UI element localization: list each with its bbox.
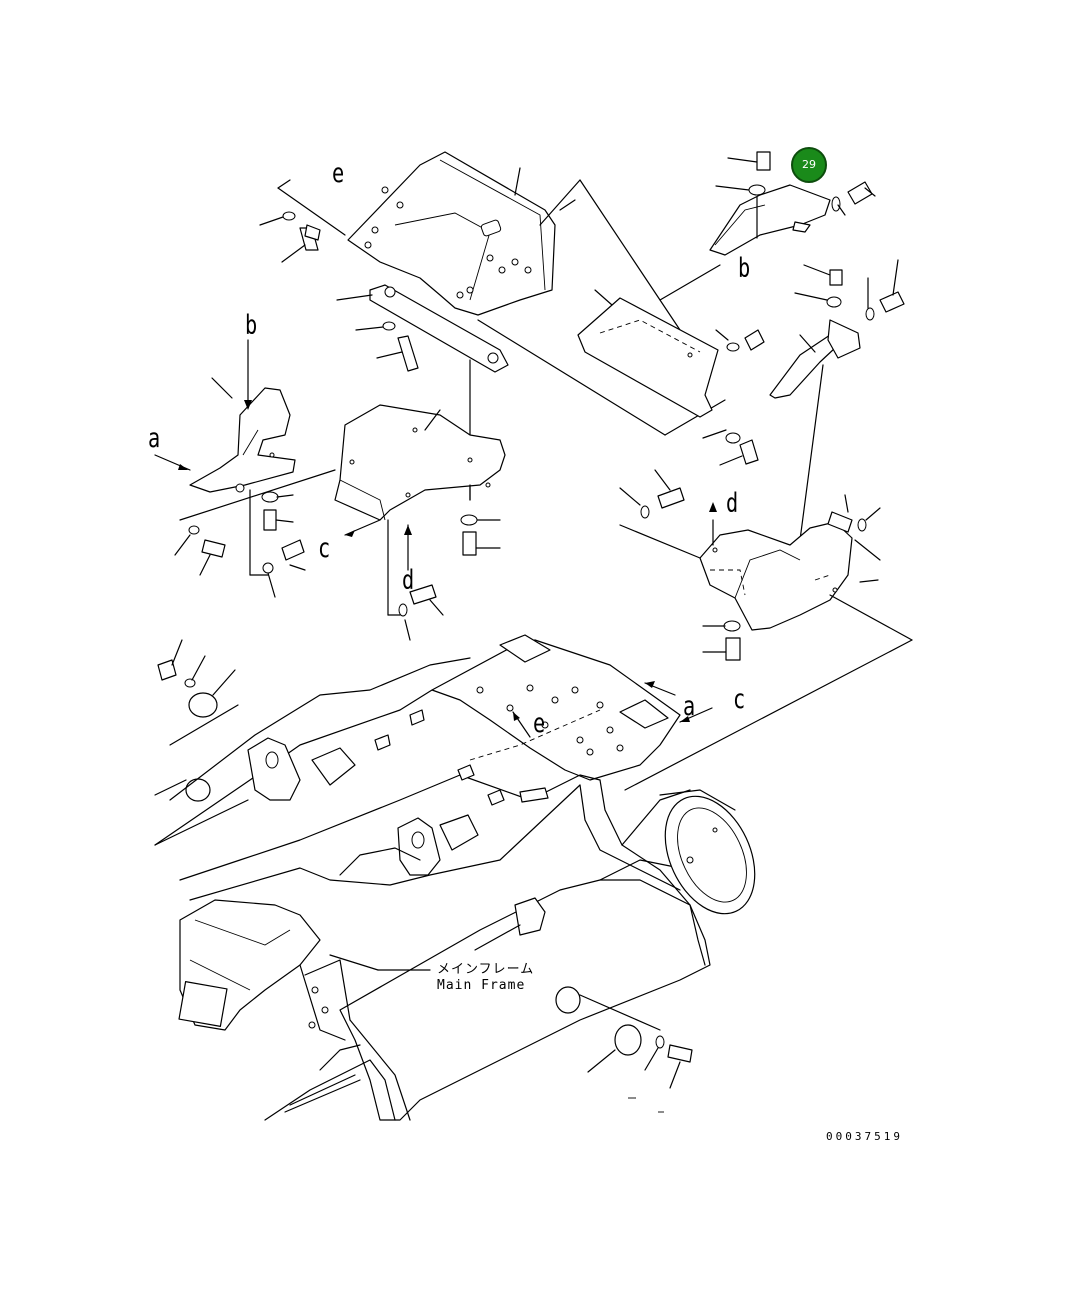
- rail-bracket: [336, 284, 509, 373]
- ref-letter-b-left: b: [245, 310, 258, 341]
- ref-letter-d-left: d: [402, 565, 415, 596]
- left-cover-parts: [154, 639, 249, 846]
- main-frame: [154, 634, 756, 1121]
- ref-letter-c-left: c: [318, 533, 331, 564]
- ref-letter-d-right: d: [726, 488, 739, 519]
- ref-letter-a-left: a: [148, 423, 161, 454]
- right-small-bracket: [769, 259, 905, 541]
- ref-letter-e-frame: e: [533, 708, 546, 739]
- left-bracket: [154, 339, 336, 598]
- top-cover-plate: [347, 151, 581, 316]
- ref-letter-e-top: e: [332, 158, 345, 189]
- right-curved-guard: [619, 469, 913, 791]
- ref-letter-b-right: b: [738, 253, 751, 284]
- main-frame-label-jp: メインフレーム: [437, 962, 535, 977]
- document-number: 00037519: [826, 1130, 903, 1143]
- ref-letter-a-frame: a: [683, 691, 696, 722]
- ref-letter-c-frame: c: [733, 684, 746, 715]
- top-right-bracket: [709, 151, 876, 256]
- top-left-bolt-group: [259, 179, 346, 263]
- center-plate: [334, 404, 506, 641]
- main-frame-label: メインフレーム Main Frame: [437, 962, 534, 994]
- right-middle-plate: [577, 264, 765, 466]
- main-frame-label-en: Main Frame: [437, 978, 526, 993]
- part-callout-29[interactable]: 29: [791, 147, 827, 183]
